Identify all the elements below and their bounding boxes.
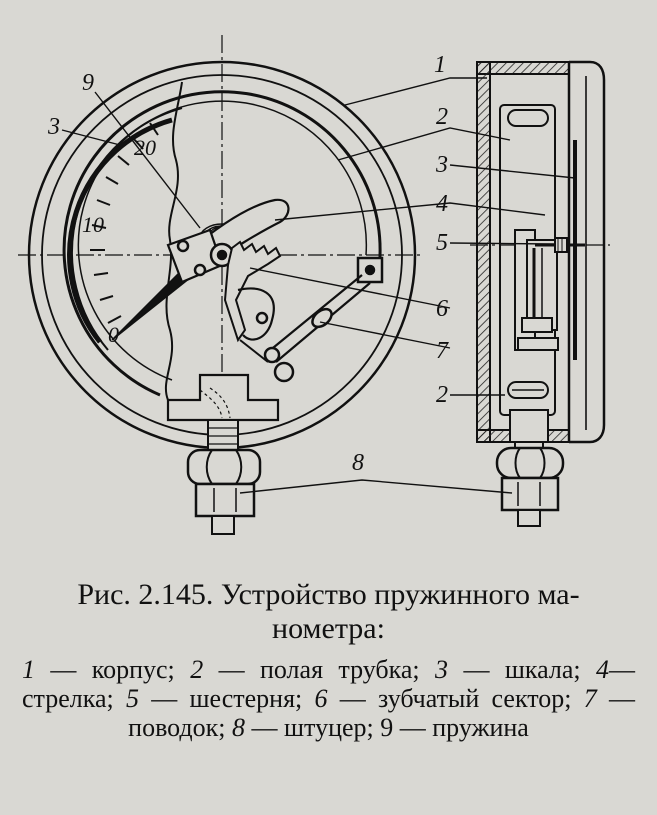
label-7: 7: [436, 338, 449, 364]
legend-num-2: 2: [190, 655, 204, 684]
label-2-side: 2: [436, 382, 448, 408]
label-5: 5: [436, 230, 448, 256]
label-1: 1: [434, 52, 446, 78]
manometer-diagram: 1 2 3 4 5 6 7 2 8 9 3 20 10 0: [18, 35, 610, 535]
scale-20: 20: [134, 135, 156, 160]
figure-caption: Рис. 2.145. Устройство пружинного ма- но…: [20, 578, 637, 646]
callout-labels: 1 2 3 4 5 6 7 2 8 9 3: [47, 52, 449, 476]
scale-ticks: [90, 122, 159, 324]
hollow-tube: [62, 90, 382, 397]
scale-0: 0: [108, 322, 119, 347]
scale-numbers: 20 10 0: [82, 135, 156, 347]
label-3-front: 3: [47, 114, 60, 140]
toothed-sector: [223, 240, 282, 343]
fitting-hex-nut: [186, 448, 262, 486]
caption-line-2: нометра:: [272, 612, 385, 645]
legend-num-4: 4: [596, 655, 609, 684]
legend-text-1: — корпус;: [35, 655, 191, 684]
front-view: [18, 35, 420, 535]
legend-text-3: — шкала;: [448, 655, 596, 684]
scale-10: 10: [82, 212, 104, 237]
caption-line-1: Рис. 2.145. Устройство пружинного ма-: [77, 578, 580, 611]
bezel: [569, 60, 606, 444]
label-9: 9: [82, 70, 94, 96]
legend-text-4: — стрелка;: [22, 655, 635, 713]
label-6: 6: [436, 296, 448, 322]
legend-num-6: 6: [314, 684, 328, 713]
legend-num-8: 8: [232, 713, 246, 742]
legend-text-2: — полая трубка;: [203, 655, 436, 684]
label-8: 8: [352, 450, 364, 476]
legend-num-3: 3: [435, 655, 449, 684]
side-hex-nut: [495, 446, 565, 480]
legend-text-8: — штуцер; 9 — пружина: [245, 713, 529, 742]
legend-text-7: — поводок;: [128, 684, 635, 742]
legend-num-5: 5: [126, 684, 139, 713]
sector-arm: [237, 287, 275, 341]
label-4: 4: [436, 191, 448, 217]
label-2: 2: [436, 104, 448, 130]
scale-arc: [67, 117, 173, 344]
socket-body: [166, 373, 280, 422]
side-view: [470, 60, 610, 527]
legend-num-1: 1: [22, 655, 35, 684]
leader-lines: [61, 77, 576, 494]
legend-num-7: 7: [583, 684, 597, 713]
legend-text-6: — зубчатый сектор;: [327, 684, 584, 713]
link-rod-eye: [311, 307, 333, 329]
legend-text-5: — шестерня;: [139, 684, 315, 713]
figure-legend: 1 — корпус; 2 — полая трубка; 3 — шкала;…: [22, 655, 635, 742]
case-section-back: [476, 61, 491, 443]
fitting-nipple: [194, 482, 256, 518]
label-3: 3: [435, 152, 448, 178]
cutaway-edge: [164, 81, 183, 401]
